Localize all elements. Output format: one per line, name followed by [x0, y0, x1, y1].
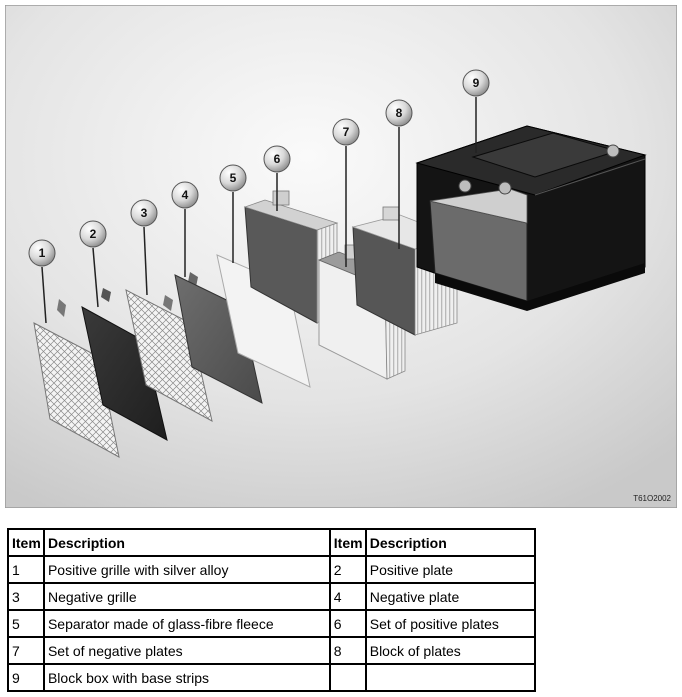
svg-text:5: 5: [230, 171, 237, 185]
description-header: Description: [364, 528, 537, 557]
battery-box-part: [415, 125, 647, 311]
item-description: Positive grille with silver alloy: [42, 555, 331, 584]
item-number: 1: [7, 555, 45, 584]
svg-text:1: 1: [39, 246, 46, 260]
svg-text:2: 2: [90, 227, 97, 241]
svg-text:6: 6: [274, 152, 281, 166]
callout-2: 2: [79, 220, 107, 248]
item-description: [364, 663, 537, 692]
legend-row: 9 Block box with base strips: [7, 663, 537, 692]
positive-plate-part: [81, 288, 168, 441]
item-description: Positive plate: [364, 555, 537, 584]
callout-6: 6: [263, 145, 291, 173]
legend-row: 5 Separator made of glass-fibre fleece 6…: [7, 609, 537, 638]
item-number: 4: [328, 582, 367, 611]
item-header: Item: [7, 528, 45, 557]
description-header: Description: [42, 528, 331, 557]
callout-5: 5: [219, 164, 247, 192]
callout-4: 4: [171, 181, 199, 209]
item-description: Set of negative plates: [42, 636, 331, 665]
item-number: [328, 663, 367, 692]
figure-reference-code: T61O2002: [633, 494, 671, 503]
item-description: Set of positive plates: [364, 609, 537, 638]
item-header: Item: [328, 528, 367, 557]
callout-1: 1: [28, 239, 56, 267]
legend-row: 7 Set of negative plates 8 Block of plat…: [7, 636, 537, 665]
svg-text:4: 4: [182, 188, 189, 202]
item-number: 2: [328, 555, 367, 584]
item-number: 7: [7, 636, 45, 665]
item-number: 9: [7, 663, 45, 692]
callout-8: 8: [385, 99, 413, 127]
legend-header-row: Item Description Item Description: [7, 528, 537, 557]
legend-table: Item Description Item Description 1 Posi…: [7, 528, 537, 692]
item-number: 5: [7, 609, 45, 638]
item-description: Separator made of glass-fibre fleece: [42, 609, 331, 638]
callout-leaders: [41, 97, 477, 324]
item-number: 6: [328, 609, 367, 638]
item-description: Block of plates: [364, 636, 537, 665]
svg-text:7: 7: [343, 125, 350, 139]
negative-grille-part: [125, 289, 213, 422]
callout-7: 7: [332, 118, 360, 146]
item-number: 3: [7, 582, 45, 611]
svg-text:9: 9: [473, 76, 480, 90]
battery-exploded-diagram: 1 2 3 4 5 6 7 8 9 T61O2002: [5, 5, 677, 508]
callout-9: 9: [462, 69, 490, 97]
item-description: Negative grille: [42, 582, 331, 611]
legend-row: 1 Positive grille with silver alloy 2 Po…: [7, 555, 537, 584]
legend-row: 3 Negative grille 4 Negative plate: [7, 582, 537, 611]
item-number: 8: [328, 636, 367, 665]
item-description: Negative plate: [364, 582, 537, 611]
svg-text:3: 3: [141, 206, 148, 220]
callout-3: 3: [130, 199, 158, 227]
item-description: Block box with base strips: [42, 663, 331, 692]
svg-text:8: 8: [396, 106, 403, 120]
